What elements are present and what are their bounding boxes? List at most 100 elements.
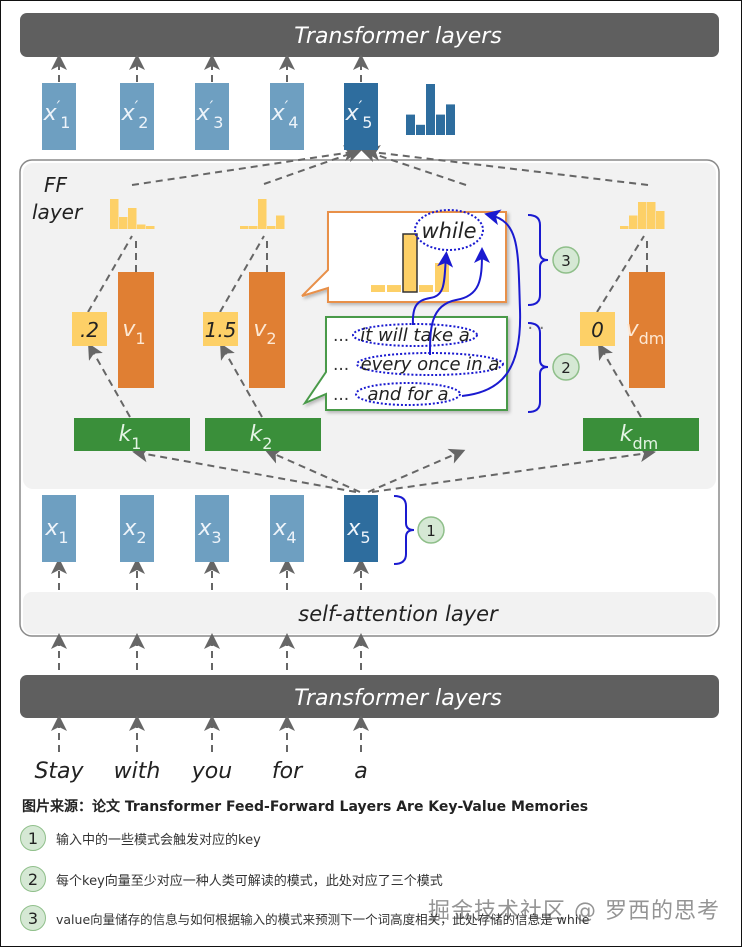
callout-dist-bar: [387, 285, 401, 292]
bottom-transformer-layers-label: Transformer layers: [294, 686, 502, 711]
output-vector-x4-prime: x′4: [270, 83, 304, 150]
bottom-transformer-layers-bar: [20, 675, 719, 718]
pattern-prefix: ...: [333, 326, 349, 346]
output-dist-bar: [416, 124, 425, 135]
predicted-word: while: [421, 219, 476, 243]
note-1-text: 输入中的一些模式会触发对应的key: [56, 832, 261, 848]
note-1-marker: 1: [20, 825, 46, 851]
input-vector-x4: x4: [270, 495, 304, 562]
memory-1: .2 v1 k1: [72, 199, 190, 453]
svg-text:k1: k1: [119, 422, 142, 453]
value-dist-bar: [258, 199, 267, 229]
self-attention-label: self-attention layer: [298, 602, 499, 626]
svg-text:3: 3: [561, 252, 571, 270]
output-dist-bar: [446, 104, 455, 135]
svg-text:1.5: 1.5: [205, 318, 237, 342]
key-vector: kdm: [583, 418, 699, 453]
value-dist-bar: [629, 215, 638, 229]
value-distribution: [620, 202, 665, 229]
output-vector-x3-prime: x′3: [195, 83, 229, 150]
connection-lines: [51, 54, 656, 752]
value-dist-bar: [110, 199, 119, 229]
key-value-memory-diagram: Transformer layers FF layer self-attenti…: [19, 13, 720, 784]
top-transformer-layers-bar: [20, 13, 719, 57]
watermark: 掘金技术社区 @ 罗西的思考: [428, 899, 720, 924]
input-token: you: [191, 759, 232, 784]
input-vector-x5: x5: [344, 495, 378, 562]
key-patterns: ...it will take a...every once in a...an…: [333, 323, 504, 406]
output-dist-bar: [426, 84, 435, 135]
value-dist-bar: [656, 211, 665, 229]
svg-text:x′1: x′1: [43, 97, 71, 132]
key-vector: k1: [74, 418, 190, 453]
value-vector: vdm: [626, 272, 665, 388]
callout-dist-bar: [402, 233, 418, 293]
output-vector-x5-prime: x′5: [344, 83, 378, 150]
callout-dist-bar: [371, 285, 385, 292]
braces: [393, 214, 549, 565]
value-dist-bar: [146, 226, 155, 229]
output-vector-x1-prime: x′1: [42, 83, 76, 150]
output-vector-x2-prime: x′2: [120, 83, 154, 150]
coefficient: 0: [580, 312, 615, 346]
marker-1: 1: [417, 516, 445, 544]
value-dist-bar: [128, 208, 137, 229]
svg-text:0: 0: [591, 318, 604, 342]
svg-text:1: 1: [426, 522, 436, 540]
ellipsis: · ·: [527, 318, 544, 339]
svg-text:x′4: x′4: [271, 97, 299, 132]
input-token: for: [272, 759, 304, 784]
output-distribution: [406, 84, 455, 135]
svg-text:.2: .2: [80, 318, 99, 342]
input-vector-x2: x2: [120, 495, 154, 562]
marker-3: 3: [552, 246, 580, 274]
output-dist-bar: [436, 114, 445, 135]
ff-layer-label-line2: layer: [32, 200, 84, 224]
note-1: 1 输入中的一些模式会触发对应的key: [20, 825, 261, 851]
key-vector: k2: [205, 418, 321, 453]
input-token: a: [354, 759, 367, 784]
note-2: 2 每个key向量至少对应一种人类可解读的模式，此处对应了三个模式: [20, 866, 443, 892]
value-dist-bar: [620, 226, 629, 229]
svg-text:x′2: x′2: [121, 97, 149, 132]
svg-text:vdm: vdm: [626, 317, 665, 348]
callout-dist-bar: [419, 285, 433, 292]
value-dist-bar: [638, 202, 647, 229]
svg-text:k2: k2: [250, 422, 273, 453]
input-vector-x1: x1: [42, 495, 76, 562]
value-distribution: [110, 199, 155, 229]
key-callout: [302, 316, 508, 411]
value-dist-bar: [276, 215, 285, 229]
input-vector-x3: x3: [195, 495, 229, 562]
svg-text:x4: x4: [272, 516, 296, 547]
key-pattern: and for a: [367, 384, 448, 405]
input-token: with: [114, 759, 161, 784]
svg-text:v1: v1: [122, 317, 145, 348]
pattern-highlight: [355, 382, 461, 406]
svg-text:x2: x2: [122, 516, 146, 547]
output-dist-bar: [406, 114, 415, 135]
value-dist-bar: [647, 202, 656, 229]
memory-3: 0 vdm kdm: [580, 202, 699, 453]
svg-text:kdm: kdm: [620, 422, 659, 453]
note-2-text: 每个key向量至少对应一种人类可解读的模式，此处对应了三个模式: [56, 873, 443, 889]
value-vector: v1: [118, 272, 154, 388]
value-vector: v2: [249, 272, 285, 388]
svg-text:v2: v2: [253, 317, 276, 348]
marker-2: 2: [552, 353, 580, 381]
svg-text:2: 2: [561, 359, 571, 377]
pattern-prefix: ...: [333, 385, 349, 405]
svg-text:x5: x5: [346, 516, 370, 547]
svg-text:x′5: x′5: [345, 97, 373, 132]
value-dist-bar: [267, 226, 276, 229]
note-2-marker: 2: [20, 866, 46, 892]
value-distribution: [240, 199, 285, 229]
value-dist-bar: [249, 226, 258, 229]
value-dist-bar: [137, 224, 146, 229]
key-pattern: it will take a: [360, 325, 470, 346]
coefficient: 1.5: [203, 312, 238, 346]
top-transformer-layers-label: Transformer layers: [294, 24, 502, 49]
value-dist-bar: [240, 226, 249, 229]
pattern-to-word-arrows: [411, 209, 522, 397]
memory-2: 1.5 v2 k2: [203, 199, 321, 453]
